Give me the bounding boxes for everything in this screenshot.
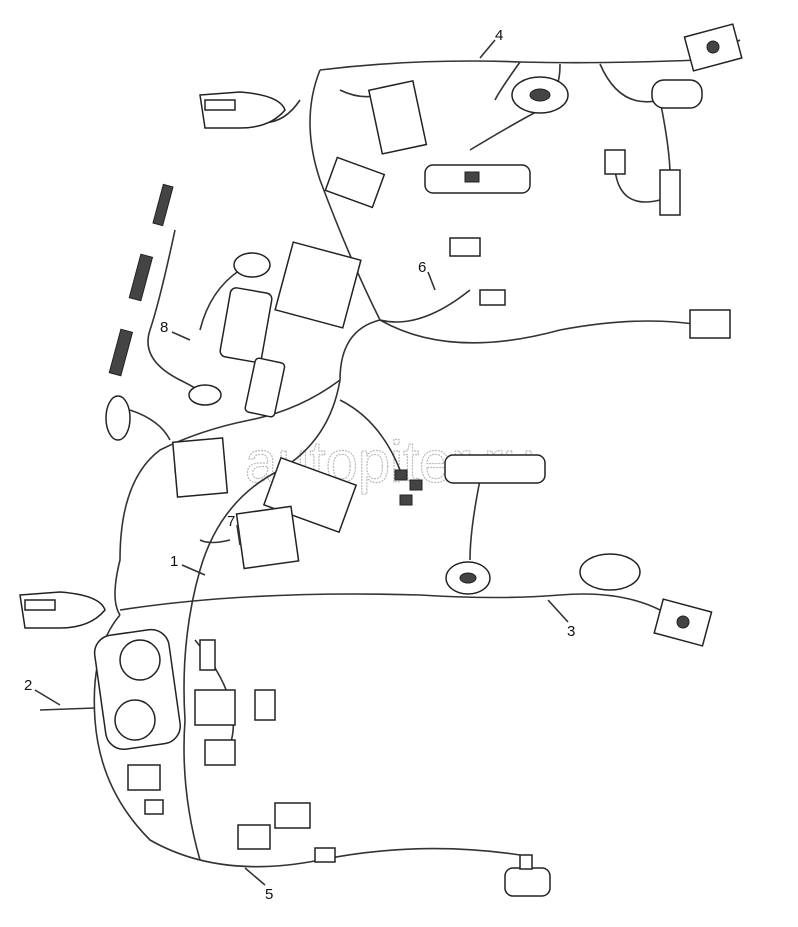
module-bottom — [237, 824, 271, 850]
harness-wires — [39, 39, 741, 868]
callout-1: 1 — [170, 553, 178, 570]
switch-bottom — [274, 802, 311, 829]
switches-left — [108, 183, 174, 377]
wire — [181, 564, 206, 576]
component-part — [114, 699, 156, 741]
wire — [129, 409, 171, 441]
overhead-console-lower — [444, 454, 546, 484]
wire — [34, 689, 61, 706]
radio-unit — [262, 456, 358, 534]
component-part — [519, 854, 533, 870]
connector-6a — [449, 237, 481, 257]
wire — [309, 69, 471, 323]
ignition-parts — [194, 639, 276, 766]
component-part — [459, 572, 477, 584]
fuse-box — [274, 241, 362, 329]
callout-4: 4 — [495, 27, 503, 44]
callout-3: 3 — [567, 623, 575, 640]
mirror — [244, 357, 286, 418]
callout-5: 5 — [265, 886, 273, 903]
component-part — [204, 739, 236, 766]
speaker-small — [188, 384, 222, 406]
component-part — [119, 639, 161, 681]
wire — [244, 867, 266, 886]
wire — [614, 169, 661, 203]
component-part — [194, 689, 236, 726]
wire — [171, 331, 191, 341]
wire — [469, 479, 481, 561]
component-part — [152, 183, 174, 227]
lamp-right — [689, 309, 731, 339]
wire — [427, 271, 436, 291]
bracket-upper — [324, 156, 386, 209]
connector-6b — [479, 289, 506, 306]
component-part — [409, 479, 423, 491]
lamp-top-left — [199, 91, 286, 129]
ecu-box — [171, 437, 229, 498]
components — [19, 23, 743, 897]
callout-6: 6 — [418, 259, 426, 276]
sensor-upper — [604, 149, 626, 175]
component-part — [399, 494, 413, 506]
wire — [479, 39, 496, 59]
wire — [379, 319, 701, 344]
callouts: 1 2 3 4 5 6 7 8 — [24, 27, 575, 903]
wire — [147, 229, 206, 396]
wire — [236, 524, 241, 546]
switch-panel — [235, 505, 300, 570]
relay-upper — [659, 169, 681, 216]
wire — [39, 707, 96, 711]
wire — [469, 109, 541, 151]
component-part — [464, 171, 480, 183]
callout-7: 7 — [227, 513, 235, 530]
wire — [114, 379, 341, 616]
wire — [119, 593, 661, 611]
wire — [183, 319, 381, 861]
wire — [93, 614, 521, 868]
control-module — [367, 80, 428, 155]
tweeter-left — [105, 395, 131, 441]
component-part — [128, 253, 154, 302]
connectors-cluster — [394, 469, 423, 506]
component-part — [254, 689, 276, 721]
speaker-small-top — [233, 252, 271, 278]
wire — [199, 269, 241, 331]
callout-8: 8 — [160, 319, 168, 336]
dome-lamp — [651, 79, 703, 109]
component-part — [314, 847, 336, 863]
callout-2: 2 — [24, 677, 32, 694]
component-part — [108, 328, 134, 377]
wire — [547, 599, 569, 623]
lamp-left — [19, 591, 106, 629]
component-part — [199, 639, 216, 671]
speaker-right — [579, 553, 641, 591]
component-part — [706, 40, 720, 54]
component-part — [144, 799, 164, 815]
wire — [199, 539, 231, 544]
component-part — [676, 615, 690, 629]
component-part — [394, 469, 408, 481]
display-unit — [219, 287, 273, 363]
component-part — [529, 88, 551, 102]
wire — [494, 61, 521, 101]
wire — [319, 39, 741, 71]
lamp-bottom — [504, 867, 551, 897]
switch-block — [127, 764, 161, 791]
wire — [339, 399, 401, 471]
component-part — [24, 599, 56, 611]
component-part — [204, 99, 236, 111]
